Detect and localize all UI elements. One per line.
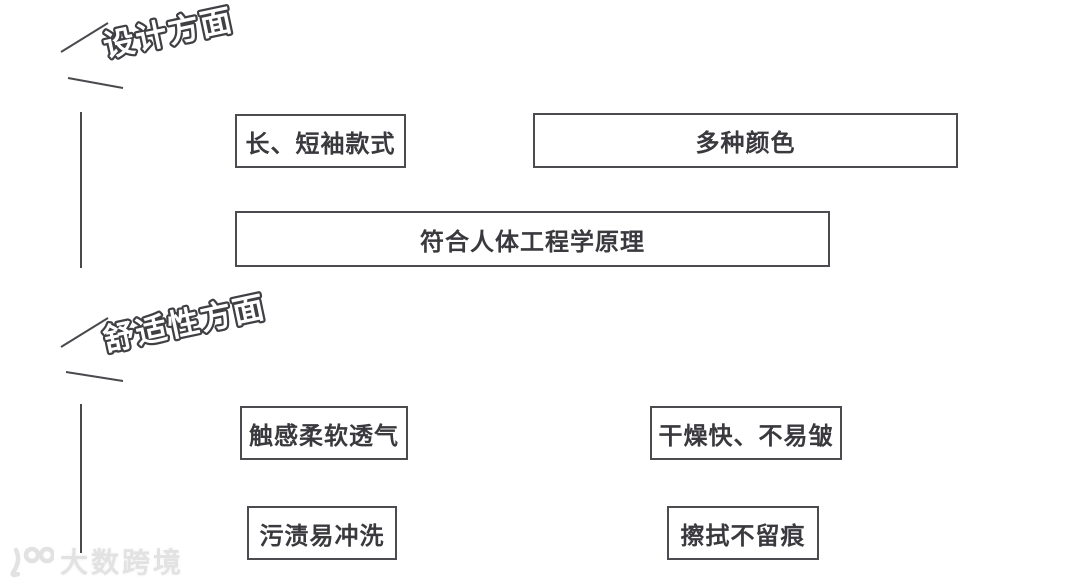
feature-label: 长、短袖款式	[245, 130, 396, 158]
section-title-comfort-text: 舒适性方面	[100, 289, 269, 358]
feature-label: 擦拭不留痕	[680, 522, 806, 550]
box-wipe-no-marks: 擦拭不留痕	[667, 506, 819, 560]
feature-label: 多种颜色	[695, 130, 796, 157]
feature-label: 污渍易冲洗	[259, 522, 385, 550]
comfort-branch-lower-line	[65, 371, 124, 382]
design-branch-lower-line	[67, 77, 124, 89]
watermark: 大数跨境	[6, 541, 184, 581]
section-title-design: 设计方面	[94, 0, 341, 76]
box-stains-rinse-easily: 污渍易冲洗	[247, 506, 397, 560]
box-soft-breathable: 触感柔软透气	[240, 406, 408, 460]
watermark-100-logo-icon	[10, 546, 54, 578]
feature-label: 触感柔软透气	[249, 422, 399, 450]
feature-label: 干燥快、不易皱	[658, 422, 834, 450]
box-ergonomic-principles: 符合人体工程学原理	[235, 211, 830, 267]
section-title-comfort: 舒适性方面	[94, 252, 390, 370]
box-multiple-colors: 多种颜色	[533, 113, 958, 168]
feature-label: 符合人体工程学原理	[420, 228, 645, 256]
section-title-design-text: 设计方面	[100, 2, 236, 64]
watermark-text: 大数跨境	[60, 547, 185, 578]
box-quick-dry-wrinkle-free: 干燥快、不易皱	[650, 406, 842, 460]
box-sleeve-styles: 长、短袖款式	[235, 114, 406, 168]
